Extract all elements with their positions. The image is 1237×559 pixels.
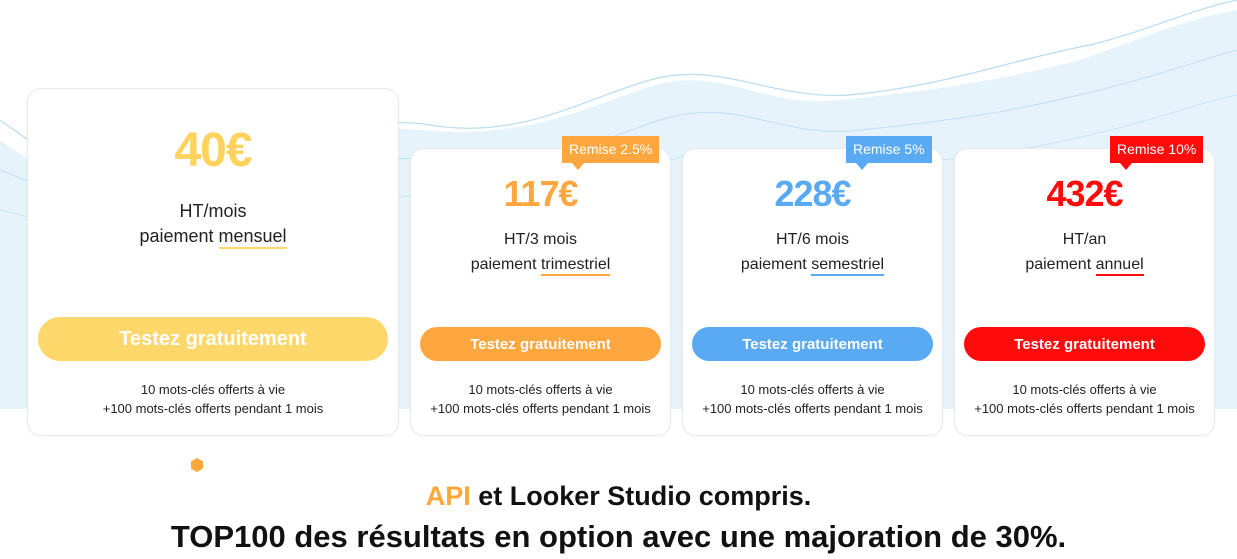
plan-payment: paiement trimestriel — [411, 256, 670, 276]
plan-card-monthly: 40€ HT/mois paiement mensuel Testez grat… — [27, 88, 399, 436]
plan-card-annual: 432€ HT/an paiement annuel Testez gratui… — [954, 148, 1215, 436]
try-free-button-annual[interactable]: Testez gratuitement — [964, 327, 1205, 361]
plan-offer: 10 mots-clés offerts à vie +100 mots-clé… — [955, 380, 1214, 418]
plan-offer: 10 mots-clés offerts à vie +100 mots-clé… — [683, 380, 942, 418]
offer-line-2: +100 mots-clés offerts pendant 1 mois — [974, 401, 1195, 416]
offer-line-2: +100 mots-clés offerts pendant 1 mois — [102, 401, 324, 416]
plan-offer: 10 mots-clés offerts à vie +100 mots-clé… — [28, 380, 398, 418]
try-free-button-monthly[interactable]: Testez gratuitement — [38, 317, 388, 361]
payment-prefix: paiement — [740, 256, 807, 273]
plan-offer: 10 mots-clés offerts à vie +100 mots-clé… — [411, 380, 670, 418]
payment-type: semestriel — [811, 256, 885, 276]
try-free-button-semiannual[interactable]: Testez gratuitement — [692, 327, 933, 361]
plan-price: 228€ — [774, 173, 851, 214]
plan-price: 117€ — [503, 173, 578, 214]
plan-price: 432€ — [1046, 173, 1123, 214]
features-line-1: API et Looker Studio compris. — [0, 481, 1237, 512]
offer-line-2: +100 mots-clés offerts pendant 1 mois — [430, 401, 651, 416]
api-highlight: API — [425, 481, 471, 511]
payment-prefix: paiement — [1025, 256, 1092, 273]
plan-card-semiannual: 228€ HT/6 mois paiement semestriel Teste… — [682, 148, 943, 436]
plan-period: HT/3 mois — [504, 231, 577, 248]
payment-type: trimestriel — [540, 256, 611, 276]
payment-prefix: paiement — [139, 226, 214, 246]
plan-payment: paiement annuel — [955, 256, 1214, 276]
discount-badge-quarterly: Remise 2.5% — [562, 136, 660, 170]
plan-period: HT/6 mois — [776, 231, 849, 248]
payment-prefix: paiement — [470, 256, 537, 273]
hexagon-icon — [191, 458, 203, 472]
plan-payment: paiement semestriel — [683, 256, 942, 276]
offer-line-1: 10 mots-clés offerts à vie — [1012, 382, 1157, 397]
plan-card-quarterly: 117€ HT/3 mois paiement trimestriel Test… — [410, 148, 671, 436]
plan-period: HT/an — [1062, 231, 1107, 248]
features-line-1-text: et Looker Studio compris. — [478, 481, 812, 511]
discount-badge-annual: Remise 10% — [1110, 136, 1204, 170]
offer-line-1: 10 mots-clés offerts à vie — [468, 382, 613, 397]
offer-line-1: 10 mots-clés offerts à vie — [740, 382, 885, 397]
payment-type: mensuel — [218, 226, 287, 249]
plan-period: HT/mois — [179, 201, 247, 221]
try-free-button-quarterly[interactable]: Testez gratuitement — [420, 327, 661, 361]
offer-line-1: 10 mots-clés offerts à vie — [140, 382, 286, 397]
discount-badge-semiannual: Remise 5% — [846, 136, 932, 170]
plan-price: 40€ — [174, 124, 252, 177]
plan-payment: paiement mensuel — [28, 226, 398, 249]
features-line-2: TOP100 des résultats en option avec une … — [170, 519, 1067, 554]
payment-type: annuel — [1095, 256, 1144, 276]
offer-line-2: +100 mots-clés offerts pendant 1 mois — [702, 401, 923, 416]
